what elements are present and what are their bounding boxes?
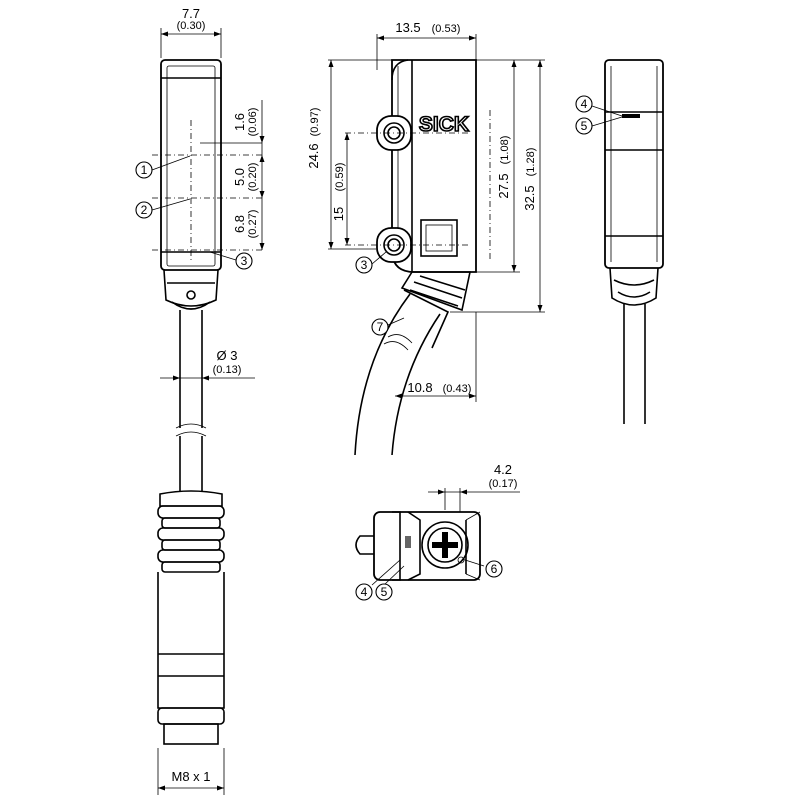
svg-text:3: 3 <box>241 254 248 268</box>
dim-depth-in: (0.53) <box>432 23 461 35</box>
dim-depth: 13.5 <box>395 20 420 35</box>
top-view: 4.2 (0.17) 6 4 5 <box>355 462 520 601</box>
callout-4 <box>575 95 593 113</box>
dim-5-0: 5.0 <box>232 168 247 186</box>
angled-strain-relief <box>354 271 471 456</box>
callout-4-top <box>355 583 373 601</box>
svg-text:3: 3 <box>361 258 368 272</box>
led-indicator <box>622 114 640 118</box>
dim-32-5-in: (1.28) <box>525 148 537 177</box>
dim-6-8: 6.8 <box>232 215 247 233</box>
dim-width-top-in: (0.30) <box>177 20 206 32</box>
callout-1 <box>135 161 153 179</box>
dim-5-0-in: (0.20) <box>247 163 259 192</box>
svg-text:6: 6 <box>491 562 498 576</box>
dim-1-6-in: (0.06) <box>247 108 259 137</box>
adjust-knob <box>421 521 469 569</box>
dim-15: 15 <box>331 207 346 221</box>
indicator-window <box>420 219 458 257</box>
dim-4-2-in: (0.17) <box>489 478 518 490</box>
callout-5 <box>575 117 593 135</box>
callout-7 <box>371 318 389 336</box>
dim-cable-dia: Ø 3 <box>217 348 238 363</box>
callout-5-top <box>375 583 393 601</box>
svg-text:4: 4 <box>361 585 368 599</box>
front-view: 7.7 (0.30) 1.6 (0.06) 5.0 (0.20) 6.8 (0.… <box>135 6 265 795</box>
dim-6-8-in: (0.27) <box>247 210 259 239</box>
svg-text:1: 1 <box>141 163 148 177</box>
dim-24-6: 24.6 <box>306 143 321 168</box>
svg-text:5: 5 <box>381 585 388 599</box>
dim-10-8-in: (0.43) <box>443 383 472 395</box>
dim-27-5-in: (1.08) <box>499 136 511 165</box>
dim-4-2: 4.2 <box>494 462 512 477</box>
dim-32-5: 32.5 <box>522 185 537 210</box>
callout-2 <box>135 201 153 219</box>
dim-1-6: 1.6 <box>232 113 247 131</box>
side-view: 13.5 (0.53) SICK 24. <box>306 20 545 456</box>
svg-text:5: 5 <box>581 119 588 133</box>
dim-27-5: 27.5 <box>496 173 511 198</box>
svg-text:4: 4 <box>581 97 588 111</box>
dim-connector-thread: M8 x 1 <box>171 769 210 784</box>
callout-3 <box>235 252 253 270</box>
dim-15-in: (0.59) <box>334 163 346 192</box>
brand-logo: SICK <box>419 113 469 136</box>
svg-text:7: 7 <box>377 320 384 334</box>
callout-3-side <box>355 256 373 274</box>
sensor-body-top <box>373 511 481 581</box>
m8-connector: M8 x 1 <box>157 490 225 795</box>
rear-view: 4 5 <box>575 59 664 424</box>
dim-10-8: 10.8 <box>407 380 432 395</box>
callout-6 <box>485 560 503 578</box>
dim-24-6-in: (0.97) <box>309 108 321 137</box>
dim-cable-dia-in: (0.13) <box>213 364 242 376</box>
svg-text:2: 2 <box>141 203 148 217</box>
dim-width-top: 7.7 <box>182 6 200 21</box>
